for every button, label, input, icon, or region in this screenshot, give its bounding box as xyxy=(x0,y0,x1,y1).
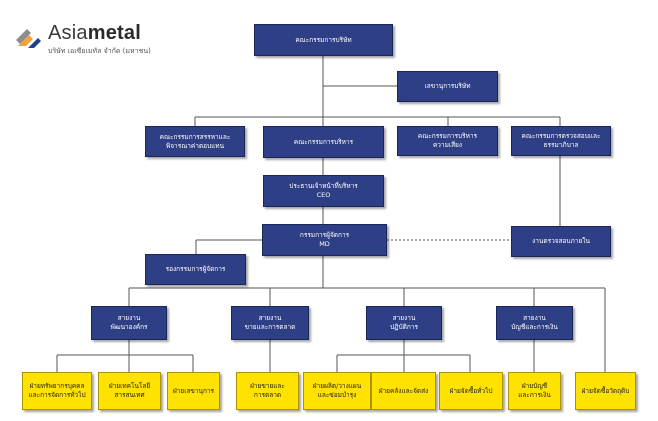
executive-committee-box: คณะกรรมการบริหาร xyxy=(263,126,384,158)
deputy-md-label: รองกรรมการผู้จัดการ xyxy=(165,265,226,274)
deputy-md-box: รองกรรมการผู้จัดการ xyxy=(145,254,246,285)
dept-line2: และการเงิน xyxy=(518,391,551,399)
dept-line1: ฝ่ายเลขานุการ xyxy=(172,386,215,395)
ceo-title: ประธานเจ้าหน้าที่บริหาร xyxy=(289,182,358,191)
division-line2: บัญชีและการเงิน xyxy=(511,323,558,331)
managing-director-box: กรรมการผู้จัดการ MD xyxy=(262,224,387,256)
dept-line1: ฝ่ายเทคโนโลยี xyxy=(108,382,151,391)
dept-line2: และซ่อมบำรุง xyxy=(317,391,357,399)
secretary-label: เลขานุการบริษัท xyxy=(424,82,471,91)
dept-line2: การตลาด xyxy=(253,391,282,399)
division-sales-marketing-box: สายงาน ขายและการตลาด xyxy=(231,306,309,340)
md-abbr: MD xyxy=(319,240,330,248)
division-line2: พัฒนาองค์กร xyxy=(110,323,148,331)
dept-line1: ฝ่ายผลิต/วางแผน xyxy=(312,382,362,391)
committee-label: คณะกรรมการตรวจสอบและธรรมาภิบาล xyxy=(521,132,601,149)
dept-it-box: ฝ่ายเทคโนโลยี สารสนเทศ xyxy=(98,372,161,410)
committee-label: คณะกรรมการสรรหาและพิจารณาค่าตอบแทน xyxy=(159,132,231,150)
dept-secretariat-box: ฝ่ายเลขานุการ xyxy=(167,372,220,410)
logo-subtitle: บริษัท เอเซียเมทัล จำกัด (มหาชน) xyxy=(48,47,151,55)
asia-metal-logo-icon xyxy=(16,29,41,48)
risk-management-committee-box: คณะกรรมการบริหารความเสี่ยง xyxy=(397,126,498,156)
dept-line2: สารสนเทศ xyxy=(114,391,145,399)
division-org-development-box: สายงาน พัฒนาองค์กร xyxy=(91,306,167,340)
internal-audit-box: งานตรวจสอบภายใน xyxy=(511,226,611,257)
committee-label: คณะกรรมการบริหารความเสี่ยง xyxy=(417,132,478,149)
dept-line1: ฝ่ายคลังและจัดส่ง xyxy=(378,386,429,395)
dept-line1: ฝ่ายบัญชี xyxy=(521,382,548,391)
dept-warehouse-delivery-box: ฝ่ายคลังและจัดส่ง xyxy=(371,372,436,410)
division-line2: ขายและการตลาด xyxy=(244,323,296,331)
division-line1: สายงาน xyxy=(117,314,141,323)
logo-name-bold: metal xyxy=(87,22,141,44)
division-line1: สายงาน xyxy=(392,314,416,323)
ceo-abbr: CEO xyxy=(316,191,331,199)
dept-line1: ฝ่ายจัดซื้อวัตถุดิบ xyxy=(581,386,630,395)
nomination-remuneration-committee-box: คณะกรรมการสรรหาและพิจารณาค่าตอบแทน xyxy=(145,126,245,157)
dept-accounting-finance-box: ฝ่ายบัญชี และการเงิน xyxy=(508,372,561,410)
division-operations-box: สายงาน ปฏิบัติการ xyxy=(366,306,442,340)
division-line1: สายงาน xyxy=(523,314,546,323)
dept-line1: ฝ่ายทรัพยากรบุคคล xyxy=(29,382,85,391)
division-line2: ปฏิบัติการ xyxy=(390,323,418,331)
dept-raw-material-purchasing-box: ฝ่ายจัดซื้อวัตถุดิบ xyxy=(575,372,636,410)
board-of-directors-box: คณะกรรมการบริษัท xyxy=(254,24,393,56)
audit-governance-committee-box: คณะกรรมการตรวจสอบและธรรมาภิบาล xyxy=(511,126,611,156)
dept-line2: และการจัดการทั่วไป xyxy=(28,391,86,399)
logo-name-light: Asia xyxy=(48,22,88,44)
division-line1: สายงาน xyxy=(258,314,282,323)
logo-wordmark: Asiametal xyxy=(48,22,141,45)
dept-production-maintenance-box: ฝ่ายผลิต/วางแผน และซ่อมบำรุง xyxy=(303,372,371,410)
internal-audit-label: งานตรวจสอบภายใน xyxy=(532,237,590,246)
company-secretary-box: เลขานุการบริษัท xyxy=(397,71,498,102)
division-accounting-finance-box: สายงาน บัญชีและการเงิน xyxy=(496,306,573,340)
company-logo: Asiametal บริษัท เอเซียเมทัล จำกัด (มหาช… xyxy=(14,20,194,60)
ceo-box: ประธานเจ้าหน้าที่บริหาร CEO xyxy=(263,175,384,207)
dept-line1: ฝ่ายขายและ xyxy=(250,382,285,391)
board-label: คณะกรรมการบริษัท xyxy=(295,35,352,44)
dept-hr-admin-box: ฝ่ายทรัพยากรบุคคล และการจัดการทั่วไป xyxy=(22,372,92,410)
dept-line1: ฝ่ายจัดซื้อทั่วไป xyxy=(449,386,493,395)
dept-general-purchasing-box: ฝ่ายจัดซื้อทั่วไป xyxy=(439,372,503,410)
committee-label: คณะกรรมการบริหาร xyxy=(293,137,354,146)
md-title: กรรมการผู้จัดการ xyxy=(299,231,350,240)
dept-sales-marketing-box: ฝ่ายขายและ การตลาด xyxy=(236,372,299,410)
